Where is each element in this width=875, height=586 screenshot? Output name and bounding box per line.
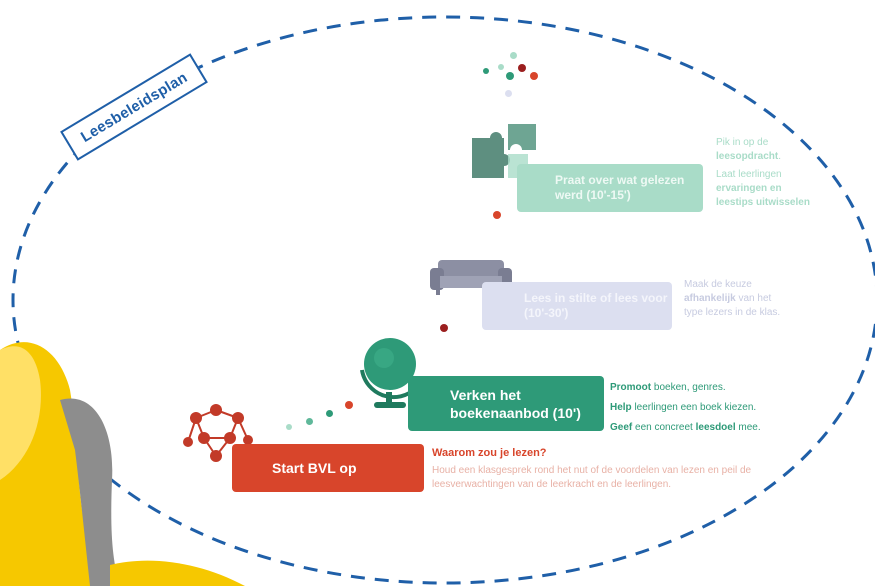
give-end: mee.: [735, 422, 761, 433]
promote-text: boeken, genres.: [651, 382, 726, 393]
step-3-read: Lees in stilte of lees voor (10'-30'): [482, 282, 672, 330]
decorative-shapes: [0, 342, 245, 586]
step-1-body: Houd een klasgesprek rond het nut of de …: [432, 465, 752, 490]
step-4-p1-bold: leesopdracht: [716, 151, 779, 162]
promote-bold: Promoot: [610, 382, 652, 393]
help-text: leerlingen een boek kiezen.: [631, 402, 757, 413]
network-people-icon: [183, 404, 253, 462]
step-3-bold: afhankelijk: [684, 293, 736, 304]
step-4-p2-bold: ervaringen en leestips uitwisselen: [716, 183, 810, 208]
step-4-talk: Praat over wat gelezen werd (10'-15'): [517, 164, 703, 212]
step-1-start: Start BVL op: [232, 444, 424, 492]
give-bold: Geef: [610, 422, 633, 433]
step-1-label: Start BVL op: [272, 460, 357, 476]
step-3-label: Lees in stilte of lees voor (10'-30'): [524, 291, 668, 320]
step-4-p1-post: .: [778, 151, 782, 162]
give-text: een concreet: [632, 422, 696, 433]
step-2-explore: Verken het boekenaanbod (10'): [408, 376, 604, 431]
help-bold: Help: [610, 402, 632, 413]
step-4-p2-pre: Laat leerlingen: [716, 169, 782, 180]
step-4-label: Praat over wat gelezen werd (10'-15'): [555, 173, 685, 202]
step-3-description: Maak de keuze afhankelijk van het type l…: [684, 278, 784, 320]
step-3-pre: Maak de keuze: [684, 279, 752, 290]
step-2-description: Promoot boeken, genres. Help leerlingen …: [610, 378, 810, 438]
step-4-description: Pik in op de leesopdracht. Laat leerling…: [716, 136, 812, 210]
reading-goal-bold: leesdoel: [695, 422, 736, 433]
step-1-heading: Waarom zou je lezen?: [432, 447, 547, 459]
step-3-post: van het type lezers in de klas.: [684, 293, 781, 318]
step-2-label: Verken het boekenaanbod (10'): [450, 386, 581, 421]
step-1-description: Waarom zou je lezen? Houd een klasgespre…: [432, 446, 792, 492]
step-4-p1-pre: Pik in op de: [716, 137, 769, 148]
